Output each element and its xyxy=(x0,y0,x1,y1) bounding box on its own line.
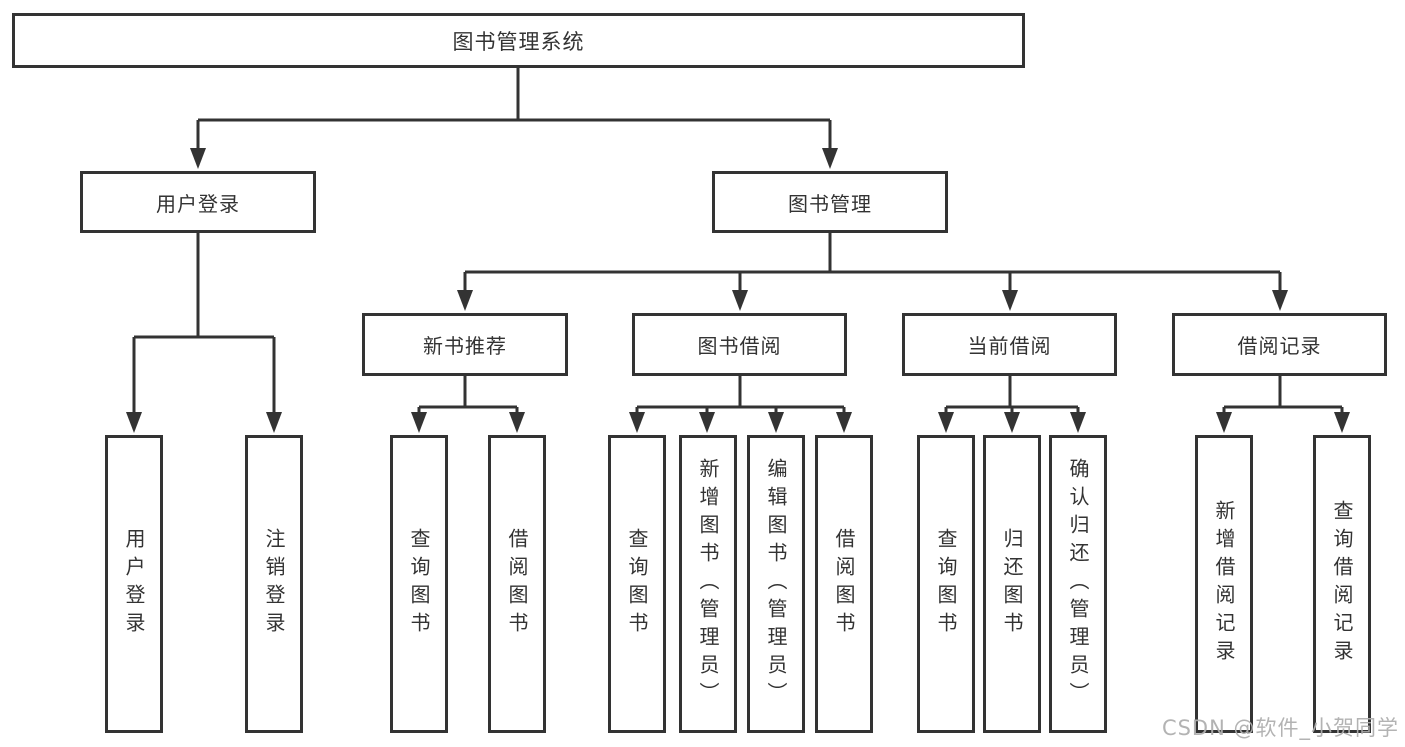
arrowheads xyxy=(126,148,1350,433)
leaf-query-borrow-record: 查询借阅记录 xyxy=(1313,435,1371,733)
node-label: 新书推荐 xyxy=(423,334,507,358)
node-label: 图书管理系统 xyxy=(452,29,585,54)
leaf-logout: 注销登录 xyxy=(245,435,303,733)
node-new-book-recommendation: 新书推荐 xyxy=(362,313,568,376)
leaf-label: 查询图书 xyxy=(934,528,958,640)
leaf-label: 新增图书（管理员） xyxy=(696,458,720,710)
leaf-label: 新增借阅记录 xyxy=(1212,500,1236,668)
node-label: 用户登录 xyxy=(156,191,240,216)
node-label: 借阅记录 xyxy=(1237,334,1322,358)
node-library-management-system: 图书管理系统 xyxy=(12,13,1025,68)
leaf-label: 查询借阅记录 xyxy=(1330,500,1354,668)
leaf-label: 查询图书 xyxy=(625,528,649,640)
leaf-label: 借阅图书 xyxy=(505,528,529,640)
leaf-query-books-recommend: 查询图书 xyxy=(390,435,448,733)
leaf-user-login: 用户登录 xyxy=(105,435,163,733)
leaf-query-books-current: 查询图书 xyxy=(917,435,975,733)
node-current-borrowing: 当前借阅 xyxy=(902,313,1117,376)
leaf-label: 归还图书 xyxy=(1000,528,1024,640)
node-book-management: 图书管理 xyxy=(712,171,948,233)
node-user-login: 用户登录 xyxy=(80,171,316,233)
leaf-edit-book-admin: 编辑图书（管理员） xyxy=(747,435,805,733)
node-label: 当前借阅 xyxy=(967,334,1052,358)
leaf-add-borrow-record: 新增借阅记录 xyxy=(1195,435,1253,733)
leaf-label: 注销登录 xyxy=(262,528,286,640)
leaf-label: 确认归还（管理员） xyxy=(1066,458,1090,710)
node-label: 图书借阅 xyxy=(697,334,782,358)
node-borrowing-records: 借阅记录 xyxy=(1172,313,1387,376)
leaf-query-books-borrowing: 查询图书 xyxy=(608,435,666,733)
leaf-confirm-return-admin: 确认归还（管理员） xyxy=(1049,435,1107,733)
leaf-label: 查询图书 xyxy=(407,528,431,640)
leaf-label: 用户登录 xyxy=(122,528,146,640)
node-book-borrowing: 图书借阅 xyxy=(632,313,847,376)
leaf-label: 借阅图书 xyxy=(832,528,856,640)
leaf-add-book-admin: 新增图书（管理员） xyxy=(679,435,737,733)
leaf-borrow-books-borrowing: 借阅图书 xyxy=(815,435,873,733)
node-label: 图书管理 xyxy=(788,191,872,216)
leaf-label: 编辑图书（管理员） xyxy=(764,458,788,710)
leaf-return-books: 归还图书 xyxy=(983,435,1041,733)
csdn-watermark: CSDN @软件_小贺同学 xyxy=(1161,716,1399,740)
leaf-borrow-books-recommend: 借阅图书 xyxy=(488,435,546,733)
